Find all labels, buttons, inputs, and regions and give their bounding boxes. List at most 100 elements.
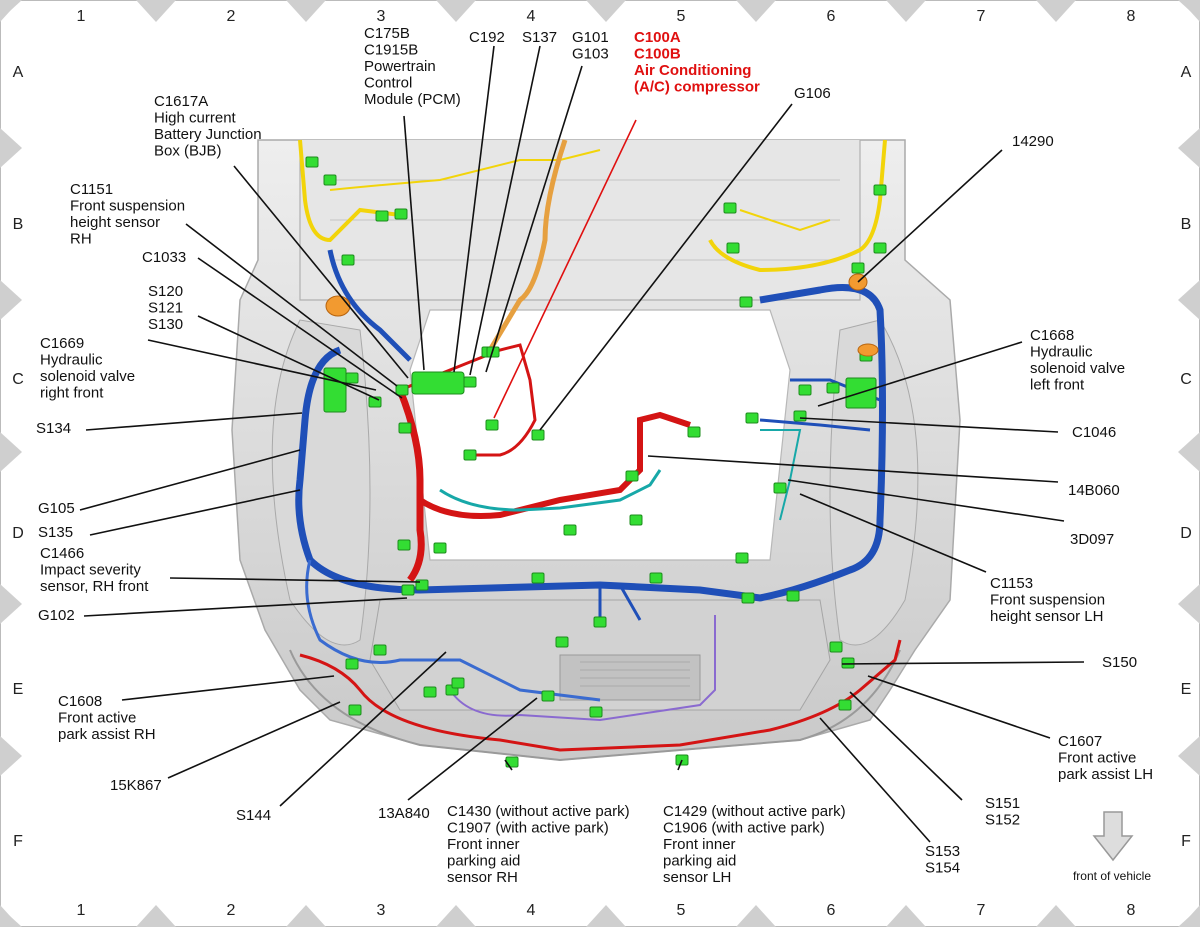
grid-notch-top: [586, 0, 626, 22]
grid-notch-right: [1178, 584, 1200, 624]
callout-line: C1617A: [154, 93, 208, 110]
connector: [401, 584, 415, 596]
callout-line: Front active: [58, 710, 136, 727]
callout-line: Front suspension: [990, 592, 1105, 609]
grid-notch-right: [1178, 432, 1200, 472]
leader-line: [233, 165, 409, 379]
leader-line: [469, 45, 541, 376]
connector: [829, 641, 843, 653]
leader-line: [89, 489, 301, 536]
connector: [341, 254, 355, 266]
callout-line: High current: [154, 110, 237, 127]
front-of-vehicle-legend: front of vehicle: [1073, 811, 1151, 883]
grommet-lh-lower: [857, 343, 879, 357]
callout-line: C1669: [40, 335, 84, 352]
grid-notch-top: [886, 0, 926, 22]
leader-line: [167, 701, 341, 779]
callout-line: S134: [36, 420, 71, 437]
leader-line: [197, 257, 403, 399]
connector: [395, 384, 409, 396]
leader-line: [819, 717, 931, 843]
callout-line: C100B: [634, 46, 681, 63]
callout-line: parking aid: [663, 853, 736, 870]
callout-line: C192: [469, 29, 505, 46]
grid-notch-left: [0, 128, 22, 168]
callout-line: left front: [1030, 377, 1085, 394]
leader-line: [857, 149, 1003, 283]
grid-notch-bottom: [736, 905, 776, 927]
callout-line: height sensor LH: [990, 608, 1103, 625]
leader-line: [453, 45, 495, 373]
grid-column-top: 1: [77, 8, 86, 25]
callout-line: parking aid: [447, 853, 520, 870]
callout-line: (A/C) compressor: [634, 79, 760, 96]
callout-line: Front inner: [447, 836, 520, 853]
grid-notch-top: [136, 0, 176, 22]
callout-line: Battery Junction: [154, 126, 262, 143]
grid-column-top: 6: [827, 8, 836, 25]
leader-line: [867, 675, 1051, 739]
leader-line: [279, 651, 447, 807]
callout-line: Air Conditioning: [634, 62, 751, 79]
callout-line: sensor RH: [447, 869, 518, 886]
callout-line: C1153: [990, 575, 1033, 592]
connector: [531, 572, 545, 584]
pcm-connector-block: [411, 371, 465, 395]
callout-line: C100A: [634, 29, 681, 46]
callout-line: S130: [148, 316, 183, 333]
connector: [739, 296, 753, 308]
connector: [423, 686, 437, 698]
callout-line: Front active: [1058, 750, 1136, 767]
callout-k15867: 15K867: [110, 777, 162, 794]
grid-notch-left: [0, 280, 22, 320]
callout-n14290: 14290: [1012, 133, 1054, 150]
grid-column-bottom: 5: [677, 902, 686, 919]
down-arrow-icon: [1092, 811, 1134, 862]
connector: [687, 426, 701, 438]
connector: [741, 592, 755, 604]
callout-line: RH: [70, 231, 92, 248]
leader-line: [647, 455, 1059, 483]
leader-line: [79, 449, 301, 511]
connector: [397, 539, 411, 551]
callout-line: 13A840: [378, 805, 430, 822]
grid-row-right: F: [1181, 833, 1191, 850]
callout-line: S120: [148, 283, 183, 300]
grid-notch-right: [1178, 280, 1200, 320]
leader-line: [504, 759, 513, 771]
leader-line: [817, 341, 1023, 407]
callout-line: Box (BJB): [154, 143, 222, 160]
grid-row-left: E: [13, 681, 24, 698]
connector: [649, 572, 663, 584]
leader-line: [799, 417, 1059, 433]
grid-column-bottom: 8: [1127, 902, 1136, 919]
connector: [541, 690, 555, 702]
callout-line: 15K867: [110, 777, 162, 794]
connector: [851, 262, 865, 274]
callout-g105: G105: [38, 500, 75, 517]
callout-line: park assist LH: [1058, 766, 1153, 783]
callout-g102: G102: [38, 607, 75, 624]
callout-line: C1907 (with active park): [447, 820, 609, 837]
front-of-vehicle-label: front of vehicle: [1073, 869, 1151, 883]
grid-notch-left: [0, 736, 22, 776]
connector: [485, 419, 499, 431]
grid-column-top: 5: [677, 8, 686, 25]
grid-row-left: D: [12, 525, 24, 542]
grid-column-bottom: 4: [527, 902, 536, 919]
callout-line: S154: [925, 860, 960, 877]
leader-line: [147, 339, 377, 391]
grid-row-left: C: [12, 371, 24, 388]
connector: [345, 658, 359, 670]
callout-line: S137: [522, 29, 557, 46]
callout-line: G105: [38, 500, 75, 517]
